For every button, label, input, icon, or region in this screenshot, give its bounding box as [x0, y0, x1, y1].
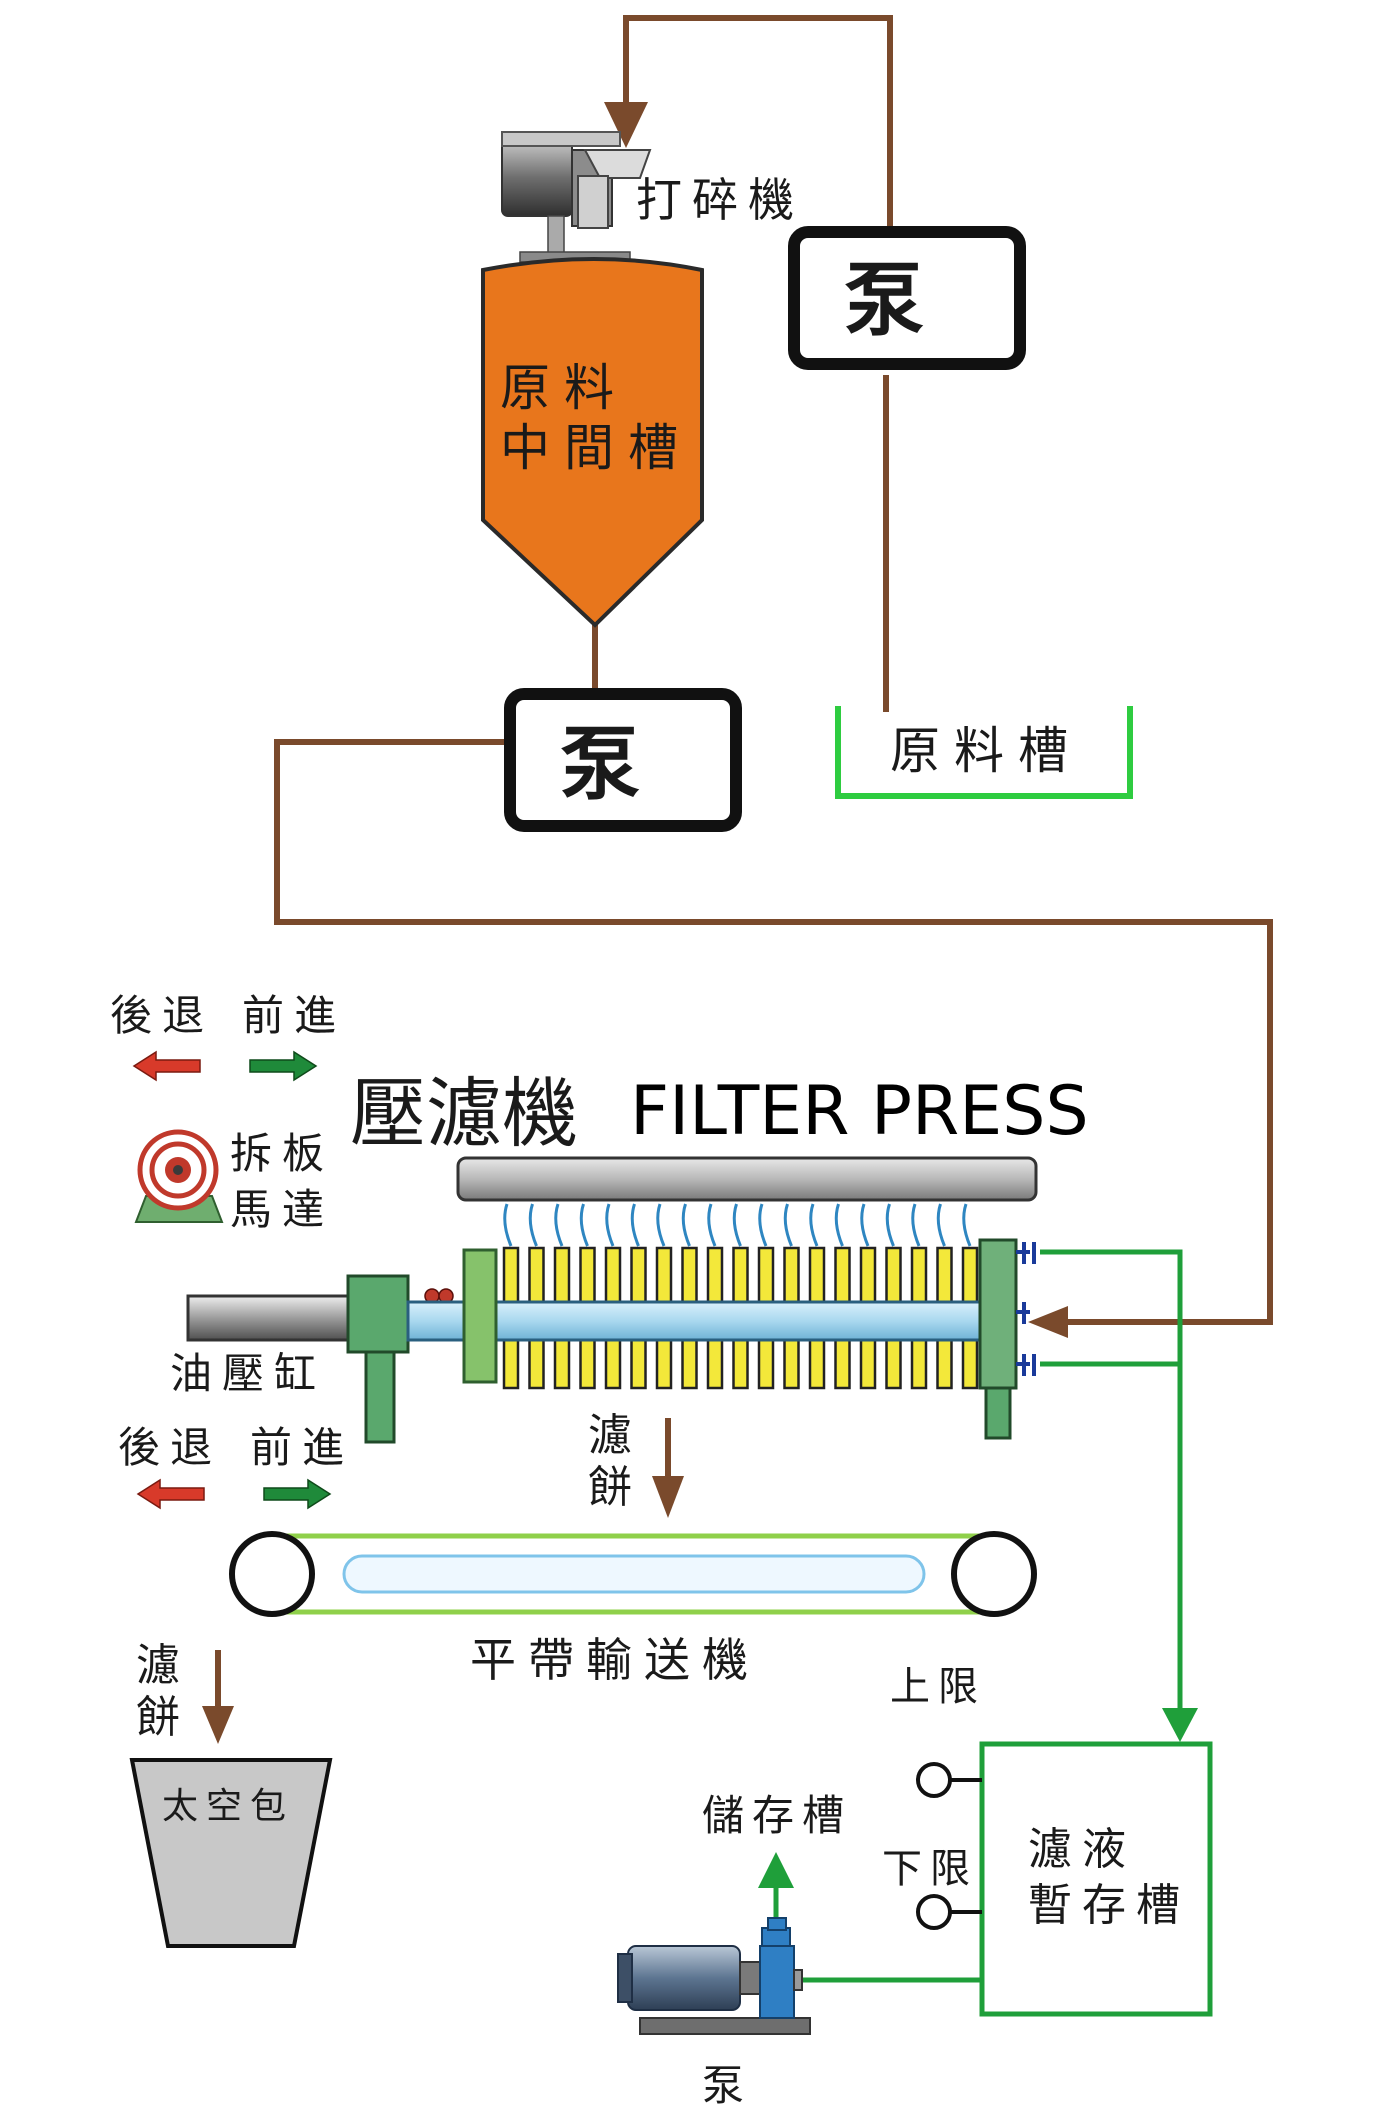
- filter-cake-label-bag-line1: 濾: [136, 1640, 180, 1691]
- press-main-rod: [406, 1300, 1014, 1342]
- plate-hose: [936, 1203, 946, 1247]
- plate-hoses: [503, 1203, 972, 1247]
- pipe-pump-to-press: [274, 739, 1273, 1325]
- crusher: [501, 131, 652, 263]
- crusher-hopper: [583, 149, 652, 179]
- plate-hose: [579, 1203, 589, 1247]
- filter-cake-label-press-line2: 餅: [588, 1462, 632, 1513]
- plate-hose: [911, 1203, 921, 1247]
- intermediate-tank-label-line1: 原料: [500, 359, 628, 417]
- pump-bottom-label: 泵: [560, 717, 640, 811]
- filtrate-tank-arrowhead: [1162, 1708, 1198, 1742]
- pump-outlet: [767, 1917, 787, 1931]
- upper-limit-label: 上限: [890, 1664, 986, 1710]
- outlet-valve-top: [1016, 1242, 1036, 1264]
- filter-cake-label-press-line1: 濾: [588, 1410, 632, 1461]
- filtrate-tank-label-line1: 濾液: [1028, 1824, 1136, 1875]
- advance-arrow-top: [249, 1050, 318, 1082]
- brown-pipe-network: [215, 15, 1273, 1710]
- plate-hose: [834, 1203, 844, 1247]
- plate-hose: [962, 1203, 972, 1247]
- hydraulic-cylinder-label: 油壓缸: [170, 1349, 326, 1398]
- inlet-valve-middle: [1016, 1302, 1030, 1324]
- pump-base: [639, 2017, 811, 2035]
- bulk-bag: [129, 1758, 333, 1948]
- plate-shifting-motor: [134, 1129, 224, 1223]
- plate-hose: [554, 1203, 564, 1247]
- storage-arrowhead: [758, 1852, 794, 1888]
- filtrate-temp-tank: [979, 1741, 1213, 2017]
- press-tail-plate: [978, 1238, 1018, 1390]
- discharge-pump-label: 泵: [702, 2061, 744, 2110]
- filter-cake-label-bag-line2: 餅: [136, 1692, 180, 1743]
- raw-tank-label: 原料槽: [890, 722, 1082, 780]
- plate-hose: [783, 1203, 793, 1247]
- crusher-blade-housing: [577, 175, 609, 229]
- raw-tank: [835, 706, 1133, 799]
- crusher-inlet-arrowhead: [604, 102, 648, 148]
- press-head-block: [346, 1274, 410, 1354]
- raw-intermediate-tank: [481, 257, 704, 628]
- pump-top: 泵: [788, 226, 1026, 370]
- conveyor-roller-left: [229, 1531, 315, 1617]
- crusher-motor: [501, 137, 573, 217]
- advance-label-bottom: 前進: [250, 1423, 354, 1472]
- press-top-beam: [456, 1156, 1038, 1202]
- upper-limit-sensor: [916, 1762, 952, 1798]
- crusher-label: 打碎機: [636, 173, 804, 227]
- press-title-en: FILTER PRESS: [630, 1072, 1089, 1151]
- pump-inlet: [793, 1969, 803, 1991]
- plate-hose: [630, 1203, 640, 1247]
- plate-hose: [528, 1203, 538, 1247]
- bulk-bag-label: 太空包: [162, 1786, 294, 1827]
- press-follower-plate: [462, 1248, 498, 1384]
- outlet-valve-bottom: [1016, 1354, 1036, 1376]
- belt-conveyor: [229, 1531, 1037, 1617]
- cake-arrowhead-press: [652, 1476, 684, 1518]
- plate-hose: [809, 1203, 819, 1247]
- intermediate-tank-label-line2: 中間槽: [500, 419, 692, 477]
- advance-arrow-bottom: [263, 1478, 332, 1510]
- pump-bottom: 泵: [504, 688, 742, 832]
- plate-motor-label-line1: 拆板: [230, 1129, 334, 1178]
- retreat-label-top: 後退: [110, 991, 214, 1040]
- plate-hose: [758, 1203, 768, 1247]
- plate-hose: [732, 1203, 742, 1247]
- plate-hose: [605, 1203, 615, 1247]
- press-title-cn: 壓濾機: [350, 1069, 578, 1158]
- plate-motor-label-line2: 馬達: [230, 1185, 334, 1234]
- discharge-pump: [617, 1917, 811, 2035]
- plate-hose: [656, 1203, 666, 1247]
- pump-coupling: [739, 1961, 763, 1995]
- filtrate-tank-label-line2: 暫存槽: [1028, 1880, 1190, 1931]
- press-head-leg: [364, 1350, 396, 1444]
- pipe-pump-to-crusher: [623, 15, 893, 234]
- pump-motor-end: [617, 1953, 633, 2003]
- press-inlet-arrowhead: [1028, 1306, 1068, 1338]
- pump-motor: [627, 1945, 741, 2011]
- filtrate-line-top: [1040, 1249, 1183, 1720]
- crusher-top-frame: [501, 131, 621, 147]
- plate-hose: [707, 1203, 717, 1247]
- pump-top-label: 泵: [844, 253, 924, 347]
- retreat-arrow-bottom: [136, 1478, 205, 1510]
- retreat-label-bottom: 後退: [118, 1423, 222, 1472]
- plate-hose: [681, 1203, 691, 1247]
- advance-label-top: 前進: [242, 991, 346, 1040]
- press-tail-leg: [984, 1386, 1012, 1440]
- retreat-arrow-top: [132, 1050, 201, 1082]
- lower-limit-label: 下限: [882, 1846, 978, 1892]
- cake-arrowhead-bag: [202, 1706, 234, 1744]
- hydraulic-cylinder-body: [186, 1294, 350, 1342]
- lower-limit-sensor: [916, 1894, 952, 1930]
- conveyor-label: 平帶輸送機: [470, 1633, 760, 1687]
- storage-tank-label: 儲存槽: [702, 1791, 852, 1840]
- pump-casing: [759, 1945, 795, 2019]
- plate-hose: [503, 1203, 513, 1247]
- filter-press: [186, 1156, 1038, 1444]
- plate-hose: [885, 1203, 895, 1247]
- plate-hose: [860, 1203, 870, 1247]
- conveyor-roller-right: [951, 1531, 1037, 1617]
